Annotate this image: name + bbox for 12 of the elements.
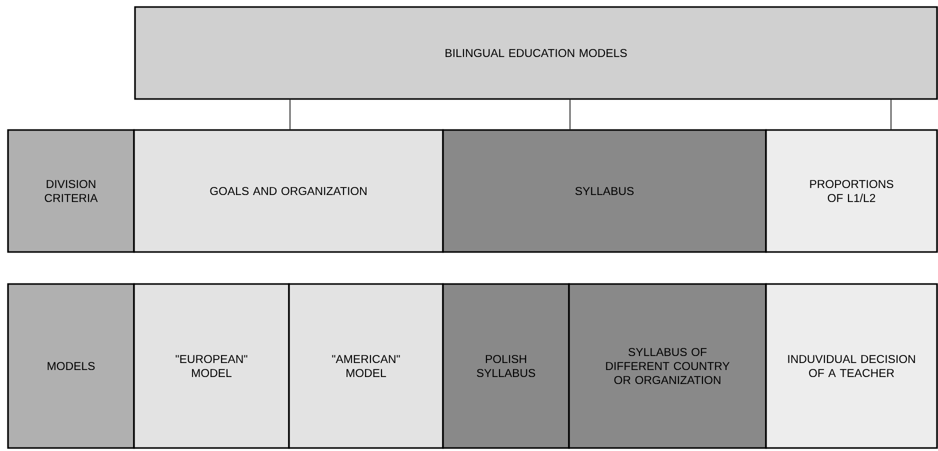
connector-line <box>890 99 892 130</box>
model-box: "EUROPEAN" MODEL <box>133 283 290 449</box>
model-box: POLISH SYLLABUS <box>442 283 570 449</box>
model-box: INDUVIDUAL DECISION OF A TEACHER <box>765 283 938 449</box>
model-box: SYLLABUS OF DIFFERENT COUNTRY OR ORGANIZATION <box>568 283 767 449</box>
title-box: BILINGUAL EDUCATION MODELS <box>134 6 938 100</box>
category-box: GOALS AND ORGANIZATION <box>133 129 444 253</box>
criteria-box: DIVISION CRITERIA <box>7 129 135 253</box>
criteria-box: MODELS <box>7 283 135 449</box>
category-box: SYLLABUS <box>442 129 767 253</box>
model-box: "AMERICAN" MODEL <box>288 283 444 449</box>
category-box: PROPORTIONS OF L1/L2 <box>765 129 938 253</box>
